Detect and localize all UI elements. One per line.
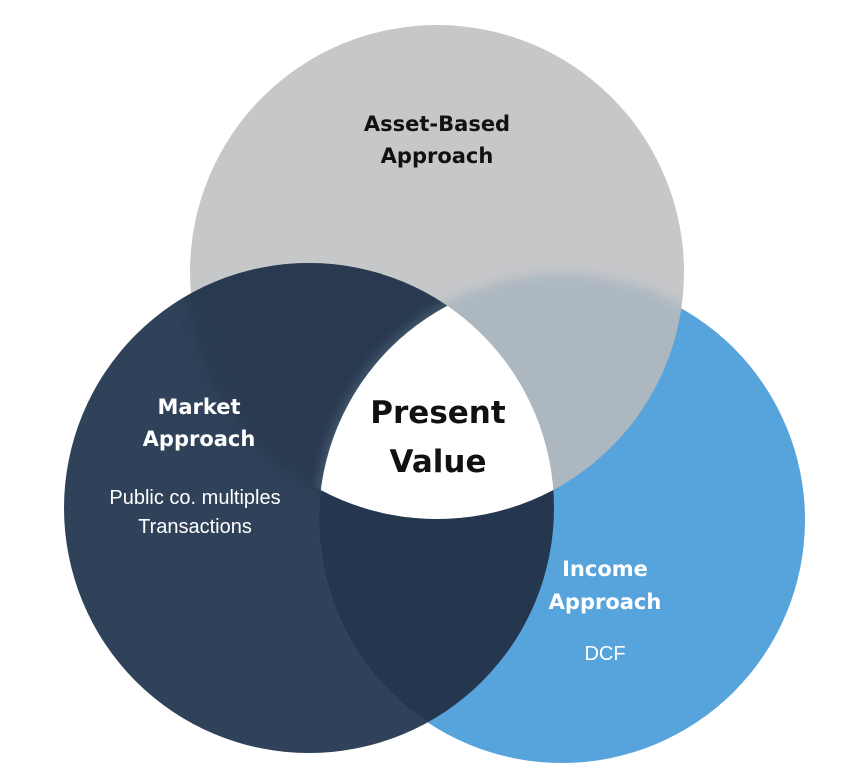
- income-detail-line1: DCF: [584, 643, 625, 665]
- market-label-line1: Market: [157, 395, 240, 419]
- market-detail-line1: Public co. multiples: [109, 487, 280, 509]
- present-value-label-line2: Value: [390, 444, 487, 480]
- income-label-line1: Income: [562, 557, 648, 581]
- asset-based-label-line1: Asset-Based: [364, 112, 510, 136]
- market-detail-line2: Transactions: [138, 516, 252, 538]
- income-label-line2: Approach: [549, 590, 662, 614]
- asset-based-label-line2: Approach: [381, 144, 494, 168]
- present-value-region: [319, 277, 554, 519]
- market-label-line2: Approach: [143, 427, 256, 451]
- present-value-label-line1: Present: [370, 395, 506, 431]
